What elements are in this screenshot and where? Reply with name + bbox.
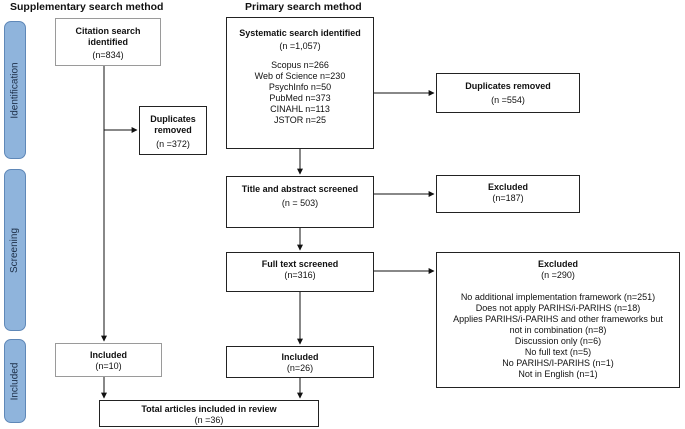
duplicates-removed-right-title: Duplicates removed xyxy=(465,81,551,91)
citation-search-count: (n=834) xyxy=(92,50,124,60)
duplicates-removed-right-count: (n =554) xyxy=(491,95,525,105)
title-abstract-screened-count: (n = 503) xyxy=(281,198,319,208)
excluded-2-title: Excluded xyxy=(537,259,578,269)
systematic-search-box: Systematic search identified (n =1,057) … xyxy=(226,17,374,149)
source-pubmed: PubMed n=373 xyxy=(269,93,331,103)
included-right-count: (n=26) xyxy=(286,363,314,373)
title-abstract-screened-title: Title and abstract screened xyxy=(241,184,359,194)
exclusion-reason: Applies PARIHS/i-PARIHS and other framew… xyxy=(453,314,663,324)
included-left-box: Included (n=10) xyxy=(55,343,162,377)
exclusion-reason: not in combination (n=8) xyxy=(509,325,607,335)
phase-included: Included xyxy=(4,339,26,423)
phase-screening: Screening xyxy=(4,169,26,331)
included-left-count: (n=10) xyxy=(95,361,122,371)
source-cinahl: CINAHL n=113 xyxy=(270,104,330,114)
exclusion-reason: Not in English (n=1) xyxy=(518,369,598,379)
total-included-title: Total articles included in review xyxy=(141,404,277,414)
full-text-screened-box: Full text screened (n=316) xyxy=(226,252,374,292)
included-left-title: Included xyxy=(89,350,127,360)
excluded-1-title: Excluded xyxy=(487,182,528,192)
systematic-search-count: (n =1,057) xyxy=(279,41,321,51)
included-right-box: Included (n=26) xyxy=(226,346,374,378)
excluded-2-box: Excluded (n =290) No additional implemen… xyxy=(436,252,680,388)
primary-method-header: Primary search method xyxy=(245,1,362,13)
citation-search-box: Citation search identified (n=834) xyxy=(55,18,161,66)
source-jstor: JSTOR n=25 xyxy=(273,115,327,125)
full-text-screened-count: (n=316) xyxy=(284,270,316,280)
phase-identification: Identification xyxy=(4,21,26,159)
source-web-of-science: Web of Science n=230 xyxy=(254,71,346,81)
duplicates-removed-left-title: Duplicates removed xyxy=(150,114,196,135)
excluded-1-box: Excluded (n=187) xyxy=(436,175,580,213)
exclusion-reason: No PARIHS/I-PARIHS (n=1) xyxy=(502,358,614,368)
full-text-screened-title: Full text screened xyxy=(261,259,339,269)
exclusion-reason: Discussion only (n=6) xyxy=(514,336,602,346)
source-psychinfo: PsychInfo n=50 xyxy=(268,82,332,92)
title-abstract-screened-box: Title and abstract screened (n = 503) xyxy=(226,176,374,228)
exclusion-reason: No additional implementation framework (… xyxy=(460,292,656,302)
exclusion-reason: No full text (n=5) xyxy=(524,347,592,357)
total-included-count: (n =36) xyxy=(194,415,224,425)
included-right-title: Included xyxy=(281,352,319,362)
excluded-2-count: (n =290) xyxy=(541,270,575,280)
duplicates-removed-left-box: Duplicates removed (n =372) xyxy=(139,106,207,155)
systematic-search-title: Systematic search identified xyxy=(239,28,361,38)
citation-search-title: Citation search identified xyxy=(75,26,141,47)
duplicates-removed-right-box: Duplicates removed (n =554) xyxy=(436,73,580,113)
total-included-box: Total articles included in review (n =36… xyxy=(99,400,319,427)
supplementary-method-header: Supplementary search method xyxy=(10,1,164,13)
excluded-1-count: (n=187) xyxy=(492,193,524,203)
duplicates-removed-left-count: (n =372) xyxy=(156,139,190,149)
exclusion-reason: Does not apply PARIHS/i-PARIHS (n=18) xyxy=(475,303,641,313)
source-scopus: Scopus n=266 xyxy=(271,60,329,70)
